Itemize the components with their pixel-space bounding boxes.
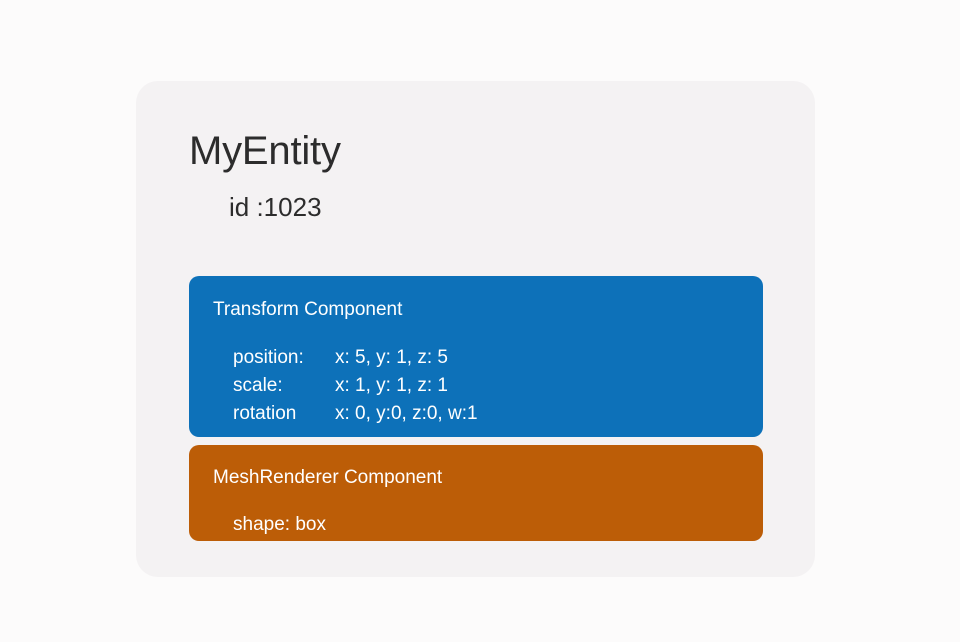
property-key-position: position: (233, 347, 304, 368)
property-shape: shape: box (233, 514, 326, 535)
entity-card: MyEntity id :1023 Transform Component po… (136, 81, 815, 577)
property-key-scale: scale: (233, 375, 283, 396)
property-value-rotation: x: 0, y:0, z:0, w:1 (335, 403, 478, 424)
entity-name: MyEntity (189, 129, 341, 173)
property-key-rotation: rotation (233, 403, 297, 424)
property-list-transform: position: x: 5, y: 1, z: 5 scale: x: 1, … (233, 346, 478, 426)
property-value-position: x: 5, y: 1, z: 5 (335, 347, 448, 368)
component-title-transform: Transform Component (213, 299, 403, 320)
component-block-meshrenderer[interactable]: MeshRenderer Component shape: box (189, 445, 763, 541)
component-block-transform[interactable]: Transform Component position: x: 5, y: 1… (189, 276, 763, 437)
entity-id: id :1023 (229, 192, 322, 222)
property-value-scale: x: 1, y: 1, z: 1 (335, 375, 448, 396)
component-title-meshrenderer: MeshRenderer Component (213, 467, 443, 488)
